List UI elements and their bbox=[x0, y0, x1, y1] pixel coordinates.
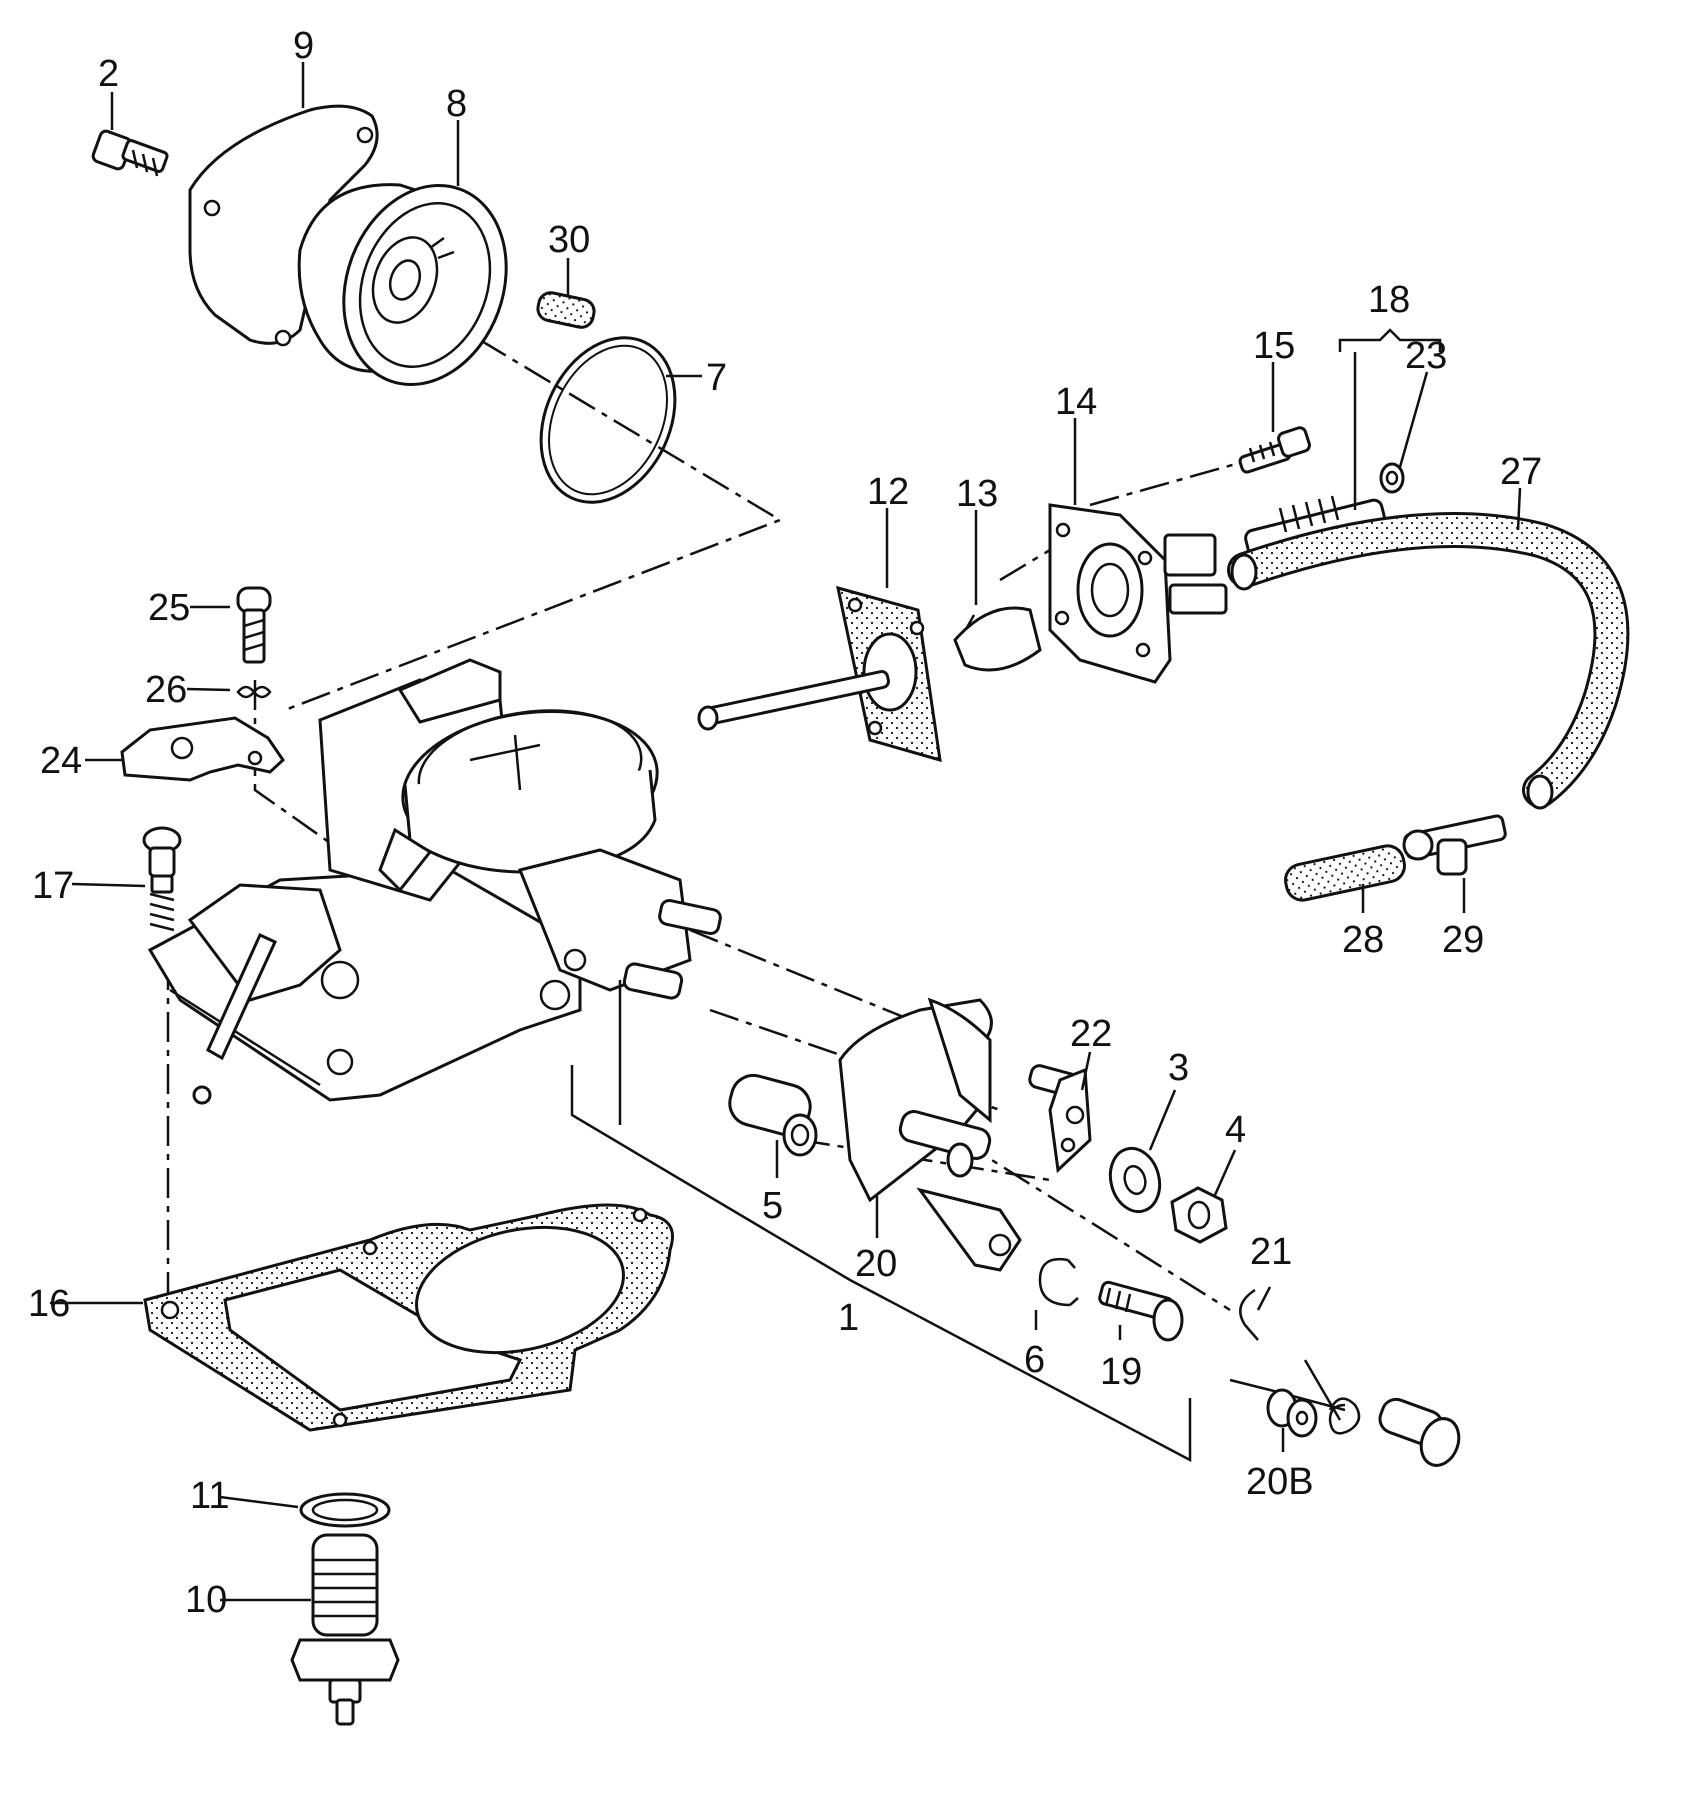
part-12-diaphragm-plate bbox=[697, 585, 942, 763]
callout-9: 9 bbox=[293, 25, 314, 67]
callout-18: 18 bbox=[1368, 279, 1410, 321]
part-8-diaphragm-cup bbox=[297, 183, 508, 386]
callout-labels: 1 2 3 4 5 6 7 8 9 10 11 12 13 14 15 16 1… bbox=[28, 25, 1542, 1621]
part-2-screw bbox=[91, 129, 169, 177]
part-21-clip bbox=[1239, 1288, 1259, 1341]
callout-8: 8 bbox=[446, 83, 467, 125]
part-4-nut bbox=[1170, 1186, 1228, 1244]
part-19-screw bbox=[1098, 1280, 1184, 1342]
part-16-gasket bbox=[143, 1203, 674, 1432]
part-6-circlip bbox=[1038, 1257, 1079, 1307]
callout-20: 20 bbox=[855, 1243, 897, 1285]
part-24-bracket bbox=[120, 716, 285, 782]
callout-15: 15 bbox=[1253, 325, 1295, 367]
part-3-washer bbox=[1108, 1146, 1162, 1214]
callout-11: 11 bbox=[190, 1475, 229, 1517]
callout-21: 21 bbox=[1250, 1231, 1292, 1273]
part-26-lock-washer bbox=[236, 685, 272, 699]
callout-16: 16 bbox=[28, 1283, 70, 1325]
part-25-screw bbox=[236, 586, 272, 664]
callout-25: 25 bbox=[148, 587, 190, 629]
callout-5: 5 bbox=[762, 1185, 783, 1227]
callout-3: 3 bbox=[1168, 1047, 1189, 1089]
part-20-throttle-lever bbox=[838, 997, 1022, 1272]
part-11-seal-ring bbox=[299, 1492, 391, 1528]
carburetor-body bbox=[147, 658, 722, 1105]
alignment-lines bbox=[166, 338, 1251, 1340]
callout-1: 1 bbox=[838, 1297, 859, 1339]
part-22-link bbox=[1028, 1064, 1092, 1174]
callout-6: 6 bbox=[1024, 1339, 1045, 1381]
callout-17: 17 bbox=[32, 865, 74, 907]
part-1-assembly-bracket bbox=[570, 980, 1192, 1463]
callout-24: 24 bbox=[40, 740, 82, 782]
callout-20b: 20B bbox=[1246, 1461, 1314, 1503]
part-14-valve-housing bbox=[1048, 503, 1228, 684]
part-7-o-ring bbox=[539, 336, 677, 504]
part-30-pin bbox=[536, 291, 596, 329]
part-13-spring bbox=[953, 606, 1042, 672]
part-5-bushing bbox=[728, 1073, 818, 1157]
callout-10: 10 bbox=[185, 1579, 227, 1621]
callout-28: 28 bbox=[1342, 919, 1384, 961]
part-10-plug bbox=[290, 1533, 400, 1726]
part-20b-spring-assembly bbox=[1229, 1359, 1461, 1467]
callout-27: 27 bbox=[1500, 451, 1542, 493]
part-18-group-bracket bbox=[1338, 328, 1442, 510]
part-29-t-fitting bbox=[1402, 814, 1507, 876]
part-15-screw bbox=[1238, 426, 1311, 474]
part-23-washer bbox=[1379, 462, 1405, 494]
part-17-screw bbox=[142, 826, 182, 932]
callout-22: 22 bbox=[1070, 1013, 1112, 1055]
part-28-filter bbox=[1284, 844, 1406, 902]
callout-19: 19 bbox=[1100, 1351, 1142, 1393]
part-27-hose bbox=[1227, 512, 1630, 810]
callout-14: 14 bbox=[1055, 381, 1097, 423]
callout-29: 29 bbox=[1442, 919, 1484, 961]
part-9-cover-housing bbox=[188, 104, 379, 347]
callout-12: 12 bbox=[867, 471, 909, 513]
callout-4: 4 bbox=[1225, 1109, 1246, 1151]
callout-13: 13 bbox=[956, 473, 998, 515]
leader-lines bbox=[50, 62, 1522, 1602]
callout-26: 26 bbox=[145, 669, 187, 711]
callout-2: 2 bbox=[98, 53, 119, 95]
callout-30: 30 bbox=[548, 219, 590, 261]
callout-7: 7 bbox=[706, 357, 727, 399]
callout-23: 23 bbox=[1405, 335, 1447, 377]
